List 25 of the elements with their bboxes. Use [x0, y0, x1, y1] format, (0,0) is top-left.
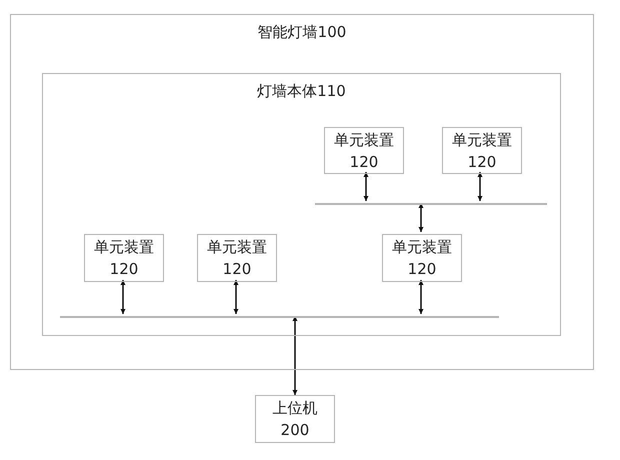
device-label: 单元装置120 — [206, 237, 268, 280]
device-box — [324, 127, 404, 174]
container-box — [10, 14, 594, 370]
bus-line — [315, 203, 547, 205]
container-box — [42, 73, 561, 336]
double-arrow — [292, 316, 298, 395]
double-arrow — [234, 280, 238, 314]
bus-line — [60, 316, 499, 318]
device-box — [84, 234, 164, 282]
box-heading: 灯墙本体110 — [256, 81, 347, 102]
device-label: 单元装置120 — [451, 130, 513, 173]
device-label: 单元装置120 — [333, 130, 395, 173]
double-arrow — [120, 280, 126, 314]
device-label: 上位机200 — [272, 398, 318, 441]
double-arrow — [364, 172, 368, 201]
device-box — [197, 234, 277, 282]
double-arrow — [418, 280, 424, 314]
double-arrow — [418, 203, 424, 232]
device-box — [255, 395, 335, 443]
device-box — [382, 234, 462, 282]
double-arrow — [478, 172, 482, 201]
device-label: 单元装置120 — [391, 237, 453, 280]
device-label: 单元装置120 — [93, 237, 155, 280]
box-heading: 智能灯墙100 — [256, 22, 348, 43]
device-box — [442, 127, 522, 174]
